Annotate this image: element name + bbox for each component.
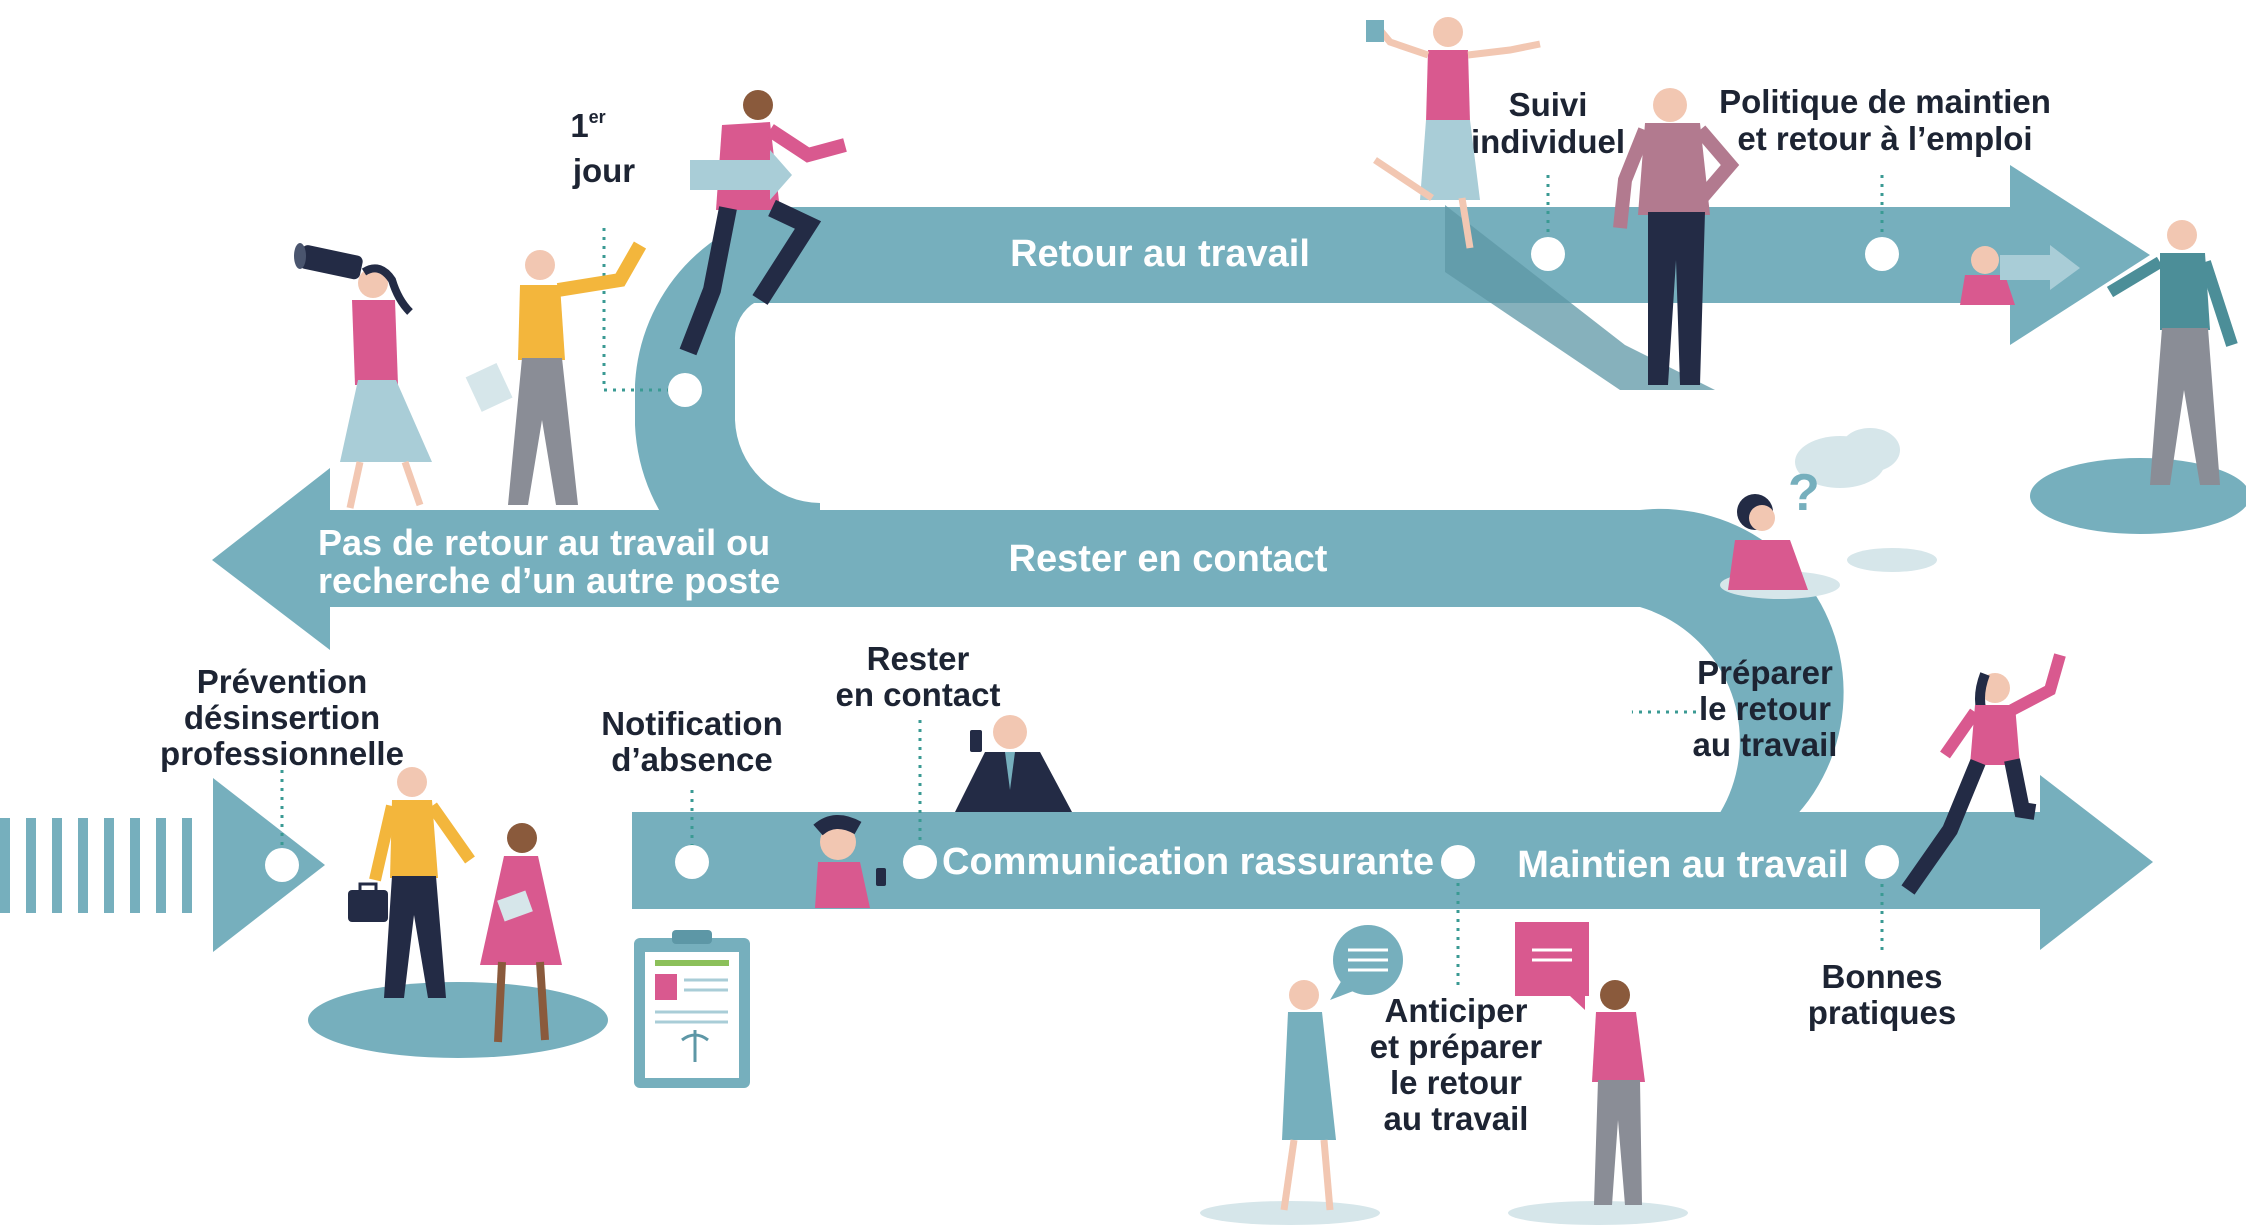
label-rester-line2: en contact <box>835 676 1000 713</box>
couple-at-start <box>348 767 562 1043</box>
leaping-woman <box>1901 653 2066 895</box>
dot-rester <box>903 845 937 879</box>
dot-first-day <box>668 373 702 407</box>
band-bottom <box>632 812 2052 909</box>
dot-prevention <box>265 848 299 882</box>
ground-bottom-b <box>1508 1201 1688 1225</box>
woman-with-cup <box>1366 17 1541 249</box>
label-preparer-line3: au travail <box>1693 726 1838 763</box>
man-with-phone <box>955 715 1072 812</box>
band-middle-arrowhead <box>212 468 330 650</box>
turn-upper-left <box>635 207 820 607</box>
phone-icon <box>876 868 886 886</box>
label-prevention-line3: professionnelle <box>160 735 404 772</box>
woman-on-phone <box>813 815 886 908</box>
band-label-middle: Rester en contact <box>1009 538 1328 580</box>
first-day-sup: er <box>589 107 606 127</box>
band-middle <box>320 510 1650 607</box>
woman-peeking <box>1960 245 2080 305</box>
woman-with-binoculars <box>294 243 432 509</box>
band-label-top: Retour au travail <box>1010 233 1310 275</box>
label-anticiper-line3: le retour <box>1390 1064 1522 1101</box>
dot-preparer <box>1598 695 1632 729</box>
dot-bonnes <box>1865 845 1899 879</box>
label-preparer-line2: le retour <box>1699 690 1831 727</box>
man-top-right <box>2106 220 2238 485</box>
label-prevention-line1: Prévention <box>197 663 368 700</box>
milestones <box>265 175 1899 985</box>
label-notification-line2: d’absence <box>611 741 772 778</box>
label-rester-line1: Rester <box>867 640 970 677</box>
band-label-exit-line1: Pas de retour au travail ou <box>318 522 770 563</box>
band-label-exit-line2: recherche d’un autre poste <box>318 560 780 601</box>
first-day-num: 1 <box>570 107 588 144</box>
message-box-icon <box>1515 922 1589 1010</box>
label-first-day-number: 1er <box>570 107 605 144</box>
label-bonnes-line2: pratiques <box>1808 994 1957 1031</box>
band-top <box>720 207 2020 303</box>
label-first-day-word: jour <box>572 152 635 189</box>
band-bottom-arrowhead <box>2040 775 2153 950</box>
label-prevention-line2: désinsertion <box>184 699 380 736</box>
ground-start <box>308 982 608 1058</box>
label-suivi-line2: individuel <box>1471 123 1625 160</box>
bearded-man <box>1613 88 1740 385</box>
ground-top-right <box>2030 458 2246 534</box>
dot-anticiper <box>1441 845 1475 879</box>
woman-with-speech <box>1280 925 1403 1211</box>
label-politique-line2: et retour à l’emploi <box>1737 120 2032 157</box>
dot-suivi <box>1531 237 1565 271</box>
man-pointing <box>465 241 647 505</box>
ground-bottom-a <box>1200 1201 1380 1225</box>
thinking-man: ? <box>1720 428 1937 599</box>
question-mark-icon: ? <box>1788 464 1820 522</box>
road <box>0 165 2153 952</box>
speech-bubble-icon <box>1330 925 1403 1000</box>
dot-notification <box>675 845 709 879</box>
label-anticiper-line2: et préparer <box>1370 1028 1543 1065</box>
band-label-bottom-right: Maintien au travail <box>1517 844 1849 886</box>
label-politique-line1: Politique de maintien <box>1719 83 2051 120</box>
label-bonnes-line1: Bonnes <box>1821 958 1942 995</box>
running-man <box>679 90 847 356</box>
band-top-arrowhead <box>2010 165 2150 345</box>
diagonal-shortcut <box>1445 205 1715 390</box>
label-anticiper-line1: Anticiper <box>1384 992 1527 1029</box>
label-anticiper-line4: au travail <box>1384 1100 1529 1137</box>
start-stripes <box>0 818 192 913</box>
band-label-bottom-left: Communication rassurante <box>942 841 1434 883</box>
man-with-message <box>1515 922 1645 1205</box>
label-notification-line1: Notification <box>601 705 782 742</box>
binoculars-icon <box>294 243 363 280</box>
dot-politique <box>1865 237 1899 271</box>
label-suivi-line1: Suivi <box>1509 86 1588 123</box>
medical-clipboard-icon <box>634 930 750 1088</box>
turn-right <box>1560 508 1844 881</box>
label-preparer-line1: Préparer <box>1697 654 1833 691</box>
briefcase-icon <box>348 882 388 922</box>
